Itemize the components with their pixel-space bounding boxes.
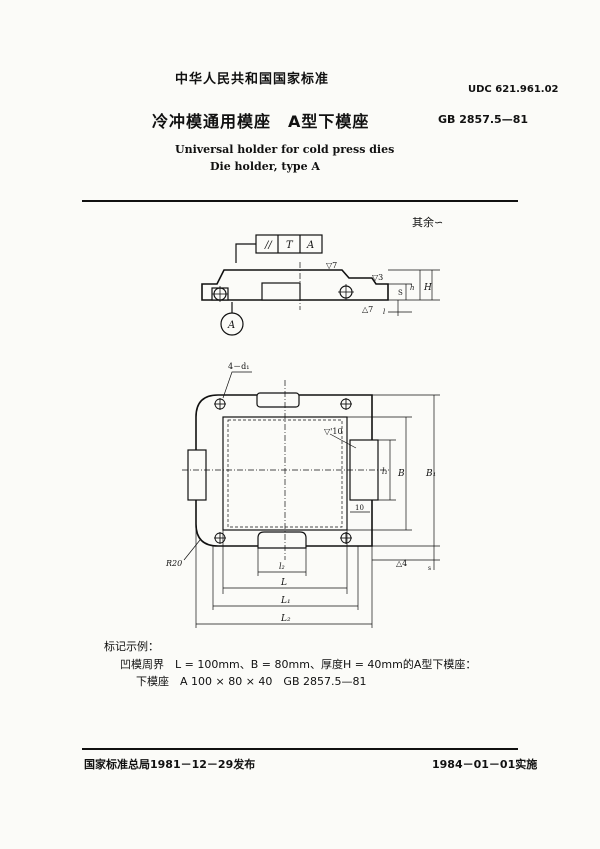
roughness-bottom: △7 [362, 305, 373, 314]
top-slot [256, 392, 300, 408]
marking-example-line1: 凹模周界 L = 100mm、B = 80mm、厚度H = 40mm的A型下模座… [120, 658, 477, 671]
dim-l1: l₁ [382, 467, 388, 476]
dim-h: h [410, 284, 415, 292]
bottom-slot [257, 531, 307, 549]
dim-L2: L₂ [280, 614, 291, 624]
radius-label: R20 [165, 559, 182, 568]
holder-outline [195, 394, 373, 547]
dim-s-right: s [428, 565, 431, 572]
datum-label: A [227, 320, 235, 331]
dim-l2: l₂ [279, 562, 285, 571]
dim-L: L [280, 578, 287, 588]
document-title-en-line2: Die holder, type A [210, 160, 320, 173]
corner-mark: △4 [396, 559, 407, 568]
datum-circle [220, 312, 244, 336]
dim-ten: 10 [355, 504, 364, 512]
issued-date: 国家标准总局1981－12－29发布 [84, 758, 256, 771]
tolerance-datum: A [306, 240, 314, 251]
roughness-right: ▽3 [372, 273, 383, 282]
hole-label: 4－d₁ [228, 362, 249, 371]
standard-org-header: 中华人民共和国国家标准 [175, 72, 330, 87]
dim-s: S [398, 289, 403, 297]
footer-divider [82, 748, 518, 750]
dim-L1: L₁ [280, 596, 291, 606]
udc-code: UDC 621.961.02 [468, 84, 559, 95]
tolerance-letter-t: T [286, 240, 294, 251]
dim-B1: B₁ [425, 469, 436, 479]
center-pocket [261, 282, 301, 301]
left-slot [187, 449, 207, 501]
header-divider [82, 200, 518, 202]
roughness-note: 其余∽ [412, 216, 444, 229]
tolerance-symbol: // [264, 240, 273, 251]
dim-B: B [397, 469, 405, 479]
document-title-cn: 冷冲模通用模座 A型下模座 [152, 112, 370, 131]
roughness-top: ▽7 [326, 261, 337, 270]
dim-H: H [423, 283, 432, 293]
plan-view [182, 371, 440, 628]
standard-code: GB 2857.5—81 [438, 113, 528, 126]
dim-l: l [383, 308, 385, 316]
effective-date: 1984－01－01实施 [432, 758, 538, 771]
document-title-en-line1: Universal holder for cold press dies [175, 143, 395, 156]
marking-example-title: 标记示例： [104, 640, 159, 653]
section-view [201, 234, 440, 336]
flatness-label: ▽'10 [324, 427, 343, 436]
marking-example-line2: 下模座 A 100 × 80 × 40 GB 2857.5—81 [136, 675, 367, 688]
